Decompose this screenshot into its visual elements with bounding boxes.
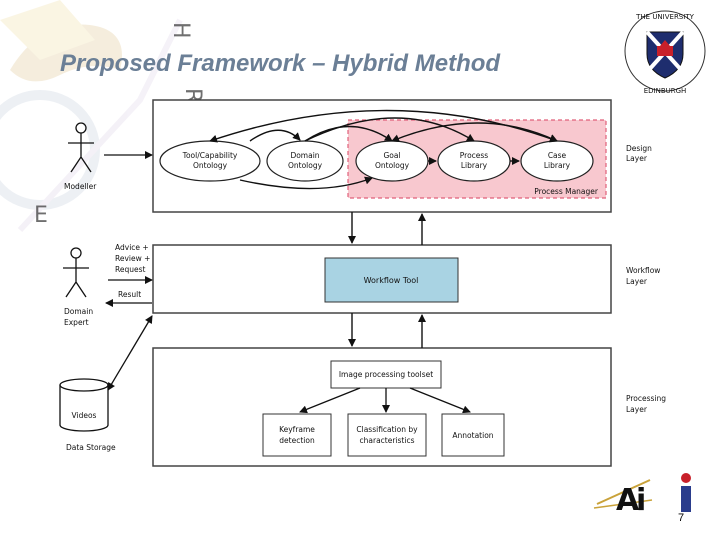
design-node-case-library: Case Library — [520, 140, 594, 182]
svg-text:A: A — [616, 483, 640, 518]
result-label: Result — [118, 290, 141, 299]
watermark-letter-e: E — [34, 203, 48, 228]
svg-text:Layer: Layer — [626, 405, 648, 414]
svg-text:Videos: Videos — [72, 411, 97, 420]
svg-text:Case: Case — [548, 151, 567, 160]
university-crest-logo: THE UNIVERSITY EDINBURGH — [624, 10, 706, 95]
svg-text:Workflow: Workflow — [626, 266, 660, 275]
keyframe-detection-box: Keyframe detection — [262, 413, 332, 457]
svg-text:THE UNIVERSITY: THE UNIVERSITY — [635, 13, 694, 21]
request-label-line1: Advice + — [115, 243, 149, 252]
watermark-letter-h: H — [168, 22, 193, 39]
modeller-actor-icon — [68, 122, 94, 173]
svg-text:Image processing toolset: Image processing toolset — [339, 370, 433, 379]
design-node-domain-ontology: Domain Ontology — [266, 140, 344, 182]
layer-connectors — [348, 212, 426, 348]
videos-storage-cylinder: Videos — [59, 378, 109, 432]
request-label-line2: Review + — [115, 254, 150, 263]
svg-text:Workflow Tool: Workflow Tool — [364, 276, 419, 285]
ai-institute-logo: A i — [593, 479, 653, 518]
design-node-tool-capability-ontology: Tool/Capability Ontology — [159, 140, 261, 182]
svg-text:Goal: Goal — [383, 151, 400, 160]
process-manager-label: Process Manager — [534, 187, 599, 196]
processing-layer-label: Processing Layer — [626, 394, 666, 414]
modeller-label: Modeller — [64, 182, 97, 191]
annotation-box: Annotation — [441, 413, 505, 457]
toolset-connectors — [299, 387, 471, 414]
image-processing-toolset-box: Image processing toolset — [330, 360, 442, 389]
domain-expert-label-line1: Domain — [64, 307, 93, 316]
svg-text:Library: Library — [461, 161, 488, 170]
svg-text:Process: Process — [460, 151, 489, 160]
svg-text:detection: detection — [279, 436, 315, 445]
slide-title: Proposed Framework – Hybrid Method — [60, 50, 501, 77]
classification-box: Classification by characteristics — [347, 413, 427, 457]
svg-text:Annotation: Annotation — [452, 431, 493, 440]
svg-text:Library: Library — [544, 161, 571, 170]
workflow-layer-label: Workflow Layer — [626, 266, 660, 286]
svg-text:Ontology: Ontology — [375, 161, 410, 170]
design-node-process-library: Process Library — [437, 140, 511, 182]
domain-expert-label-line2: Expert — [64, 318, 89, 327]
data-storage-caption: Data Storage — [66, 443, 116, 452]
svg-text:Tool/Capability: Tool/Capability — [182, 151, 238, 160]
workflow-tool-box: Workflow Tool — [324, 257, 459, 303]
domain-expert-actor-icon — [63, 247, 89, 298]
svg-text:Ontology: Ontology — [288, 161, 323, 170]
informatics-i-logo — [681, 473, 691, 512]
svg-text:Processing: Processing — [626, 394, 666, 403]
svg-text:Layer: Layer — [626, 277, 648, 286]
request-label-line3: Request — [115, 265, 146, 274]
design-layer-label: Design Layer — [626, 144, 652, 163]
design-node-goal-ontology: Goal Ontology — [355, 140, 429, 182]
svg-text:Ontology: Ontology — [193, 161, 228, 170]
svg-text:Classification by: Classification by — [356, 425, 418, 434]
design-node-connectors — [209, 109, 558, 190]
svg-text:Layer: Layer — [626, 154, 648, 163]
svg-text:Keyframe: Keyframe — [279, 425, 315, 434]
svg-text:EDINBURGH: EDINBURGH — [644, 87, 687, 95]
svg-text:Domain: Domain — [290, 151, 319, 160]
svg-text:characteristics: characteristics — [360, 436, 415, 445]
page-number: 7 — [678, 512, 685, 524]
svg-text:i: i — [636, 483, 646, 518]
storage-arrow — [107, 315, 153, 391]
svg-text:Design: Design — [626, 144, 652, 153]
